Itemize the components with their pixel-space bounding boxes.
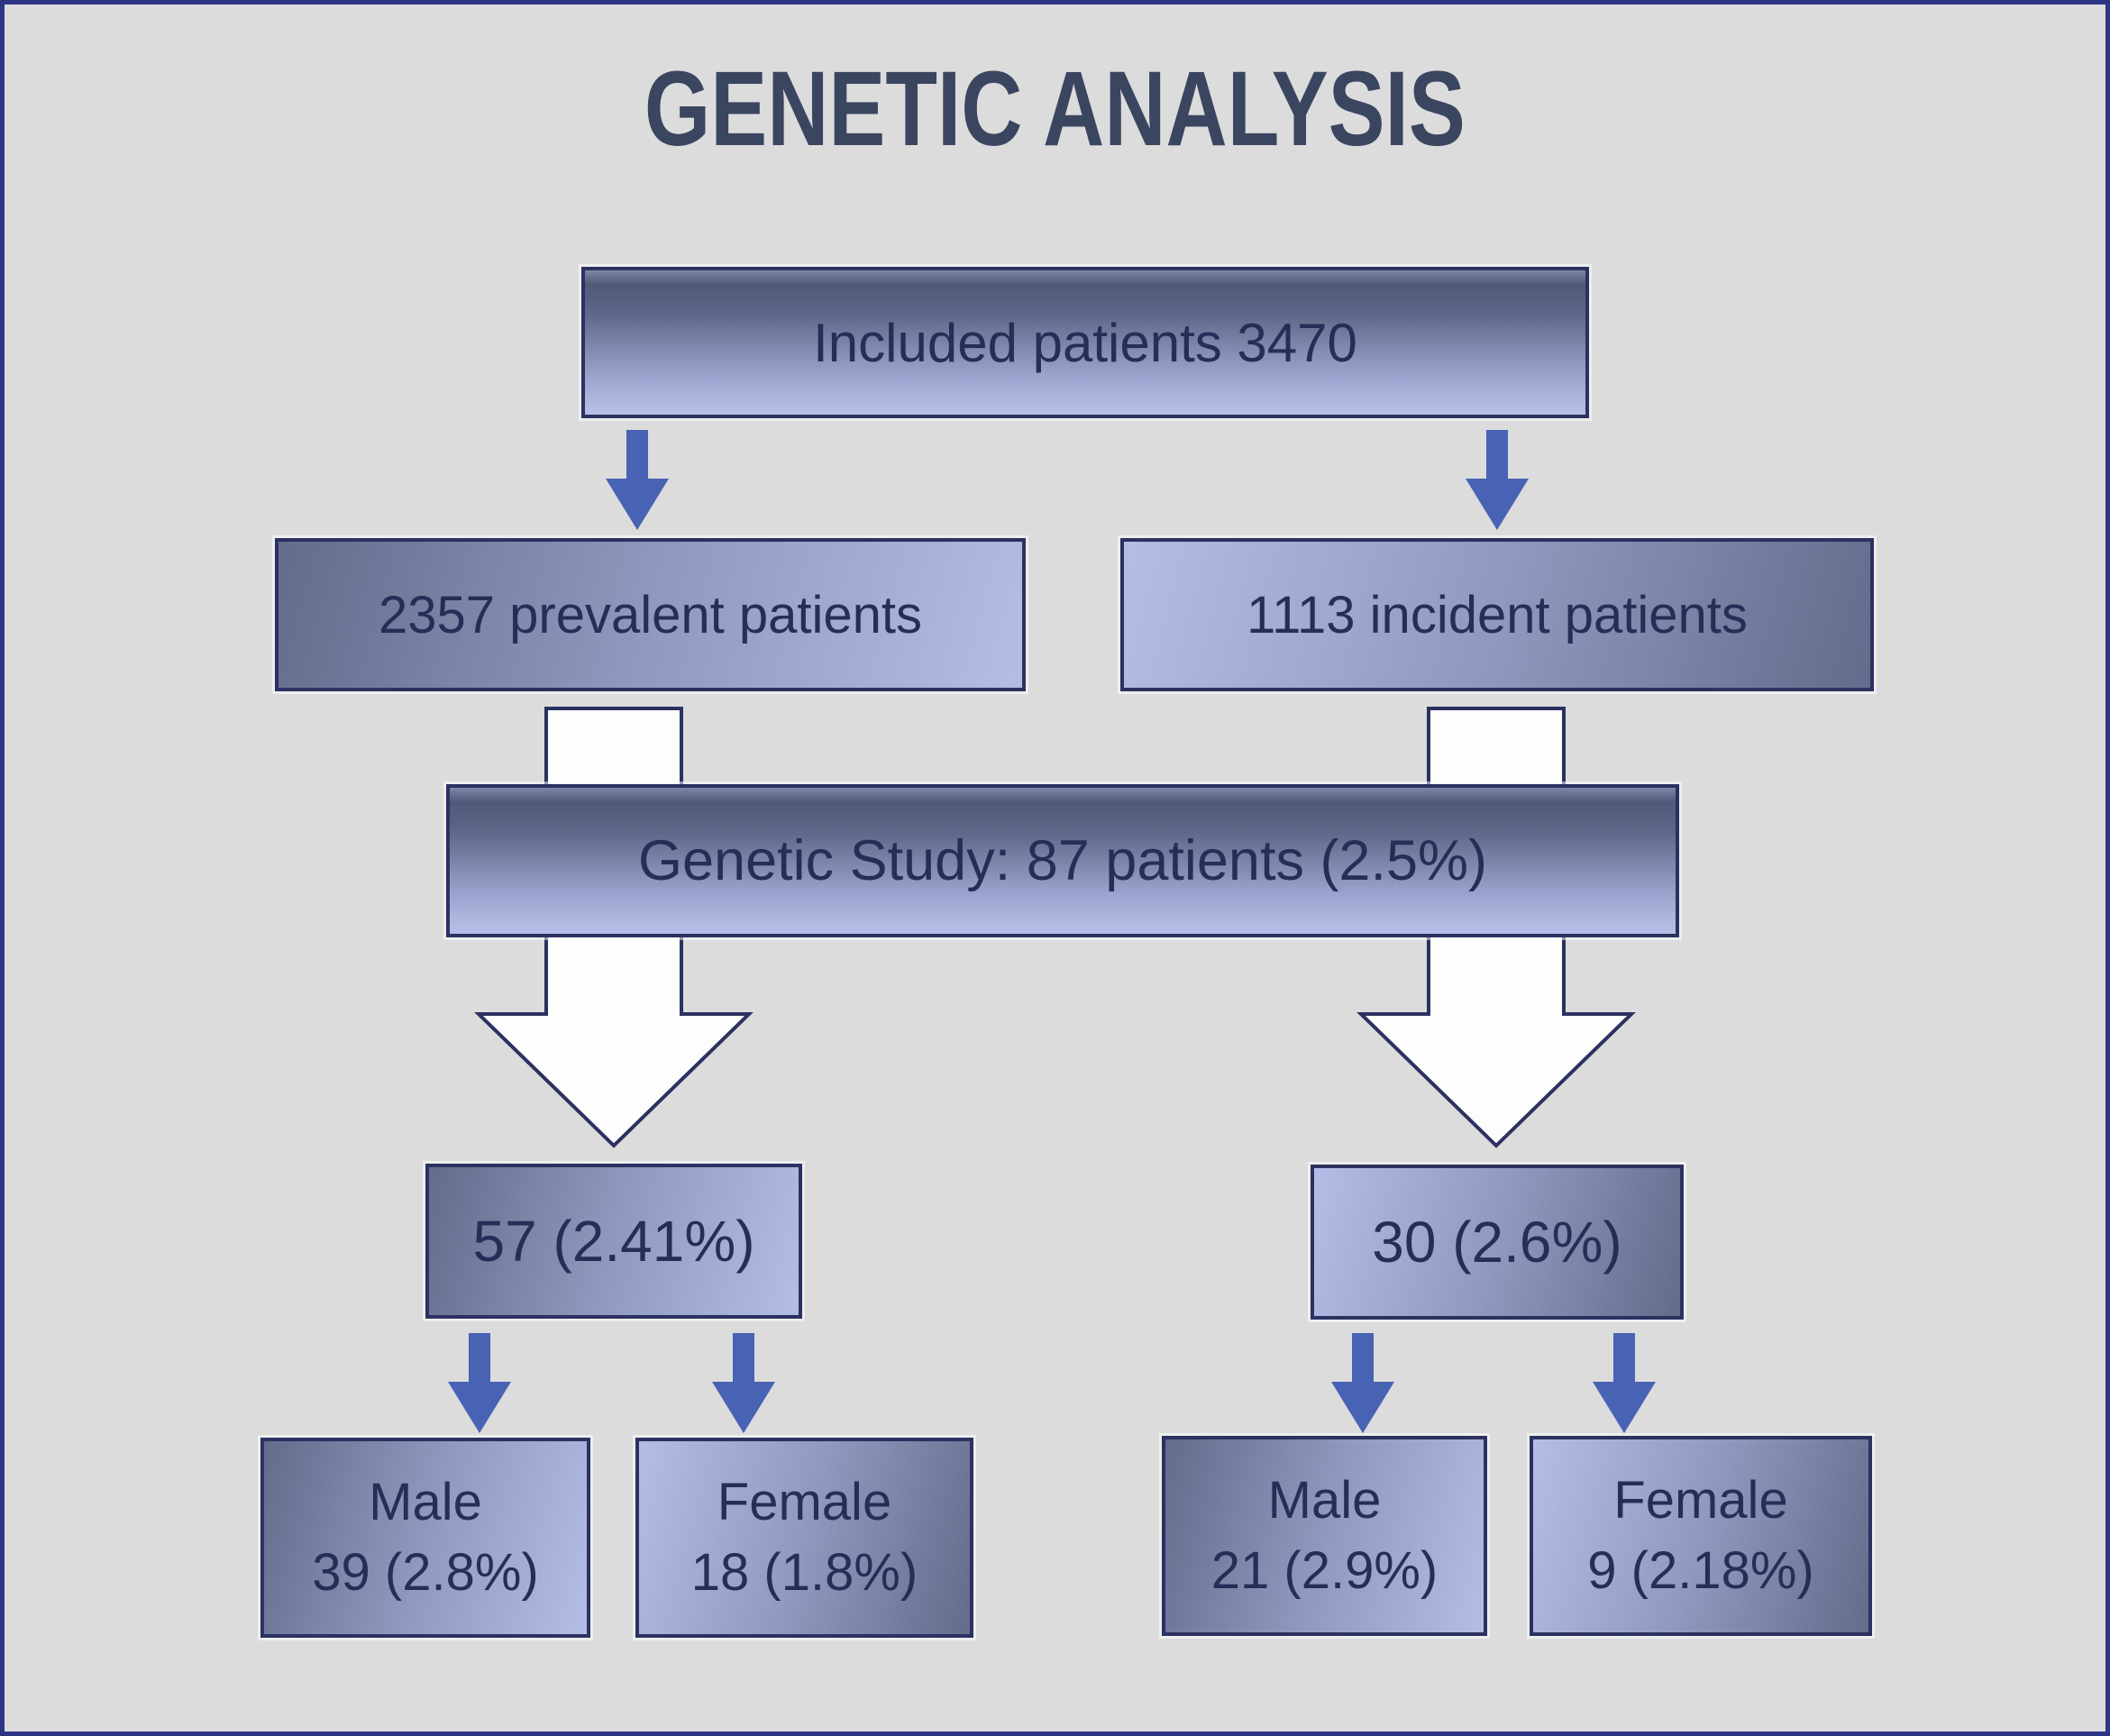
box-genetic-study: Genetic Study: 87 patients (2.5%) (446, 784, 1679, 937)
box-incident-male: Male 21 (2.9%) (1162, 1436, 1487, 1636)
small-down-arrow-icon (448, 1333, 511, 1433)
small-down-arrow-icon (1466, 430, 1529, 530)
box-incident-patients: 1113 incident patients (1120, 538, 1874, 691)
box-prevalent-female: Female 18 (1.8%) (635, 1438, 973, 1638)
box-incident-male-label: Male (1267, 1470, 1382, 1530)
box-incident-female: Female 9 (2.18%) (1530, 1436, 1872, 1636)
box-prevalent-patients-label: 2357 prevalent patients (379, 585, 922, 644)
box-prevalent-female-value: 18 (1.8%) (690, 1543, 918, 1602)
small-down-arrow-icon (712, 1333, 775, 1433)
box-genetic-study-label: Genetic Study: 87 patients (2.5%) (637, 829, 1488, 892)
box-incident-male-value: 21 (2.9%) (1210, 1541, 1439, 1600)
box-included-patients-label: Included patients 3470 (813, 312, 1357, 373)
box-incident-genetic-count-label: 30 (2.6%) (1372, 1210, 1622, 1275)
box-prevalent-male-value: 39 (2.8%) (312, 1543, 539, 1602)
page-title-text: GENETIC ANALYSIS (644, 50, 1466, 169)
box-prevalent-genetic-count-label: 57 (2.41%) (472, 1209, 755, 1274)
page-title: GENETIC ANALYSIS (5, 50, 2105, 169)
box-prevalent-patients: 2357 prevalent patients (275, 538, 1026, 691)
box-incident-female-label: Female (1613, 1470, 1788, 1530)
box-incident-female-value: 9 (2.18%) (1587, 1541, 1814, 1600)
box-prevalent-male: Male 39 (2.8%) (260, 1438, 590, 1638)
box-incident-patients-label: 1113 incident patients (1247, 585, 1748, 644)
box-prevalent-male-label: Male (369, 1472, 482, 1531)
small-down-arrow-icon (606, 430, 669, 530)
box-incident-genetic-count: 30 (2.6%) (1311, 1165, 1684, 1320)
box-prevalent-genetic-count: 57 (2.41%) (425, 1164, 802, 1319)
box-included-patients: Included patients 3470 (581, 267, 1589, 418)
box-prevalent-female-label: Female (717, 1472, 892, 1531)
small-down-arrow-icon (1331, 1333, 1394, 1433)
small-down-arrow-icon (1593, 1333, 1656, 1433)
